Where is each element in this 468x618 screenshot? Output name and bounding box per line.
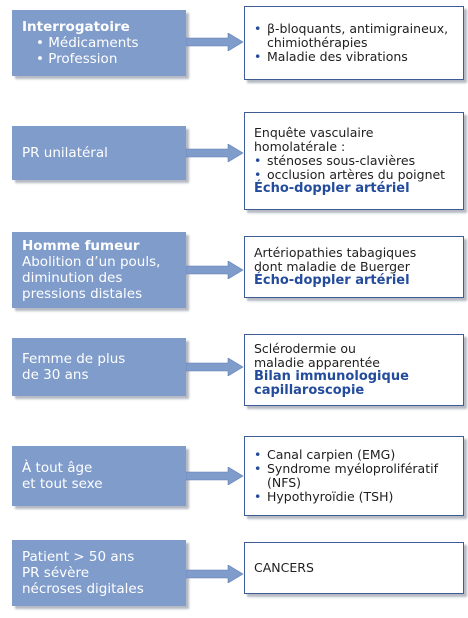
criterion-box-pr-unilateral: PR unilatéral bbox=[12, 126, 186, 180]
criterion-line: Patient > 50 ans bbox=[22, 549, 135, 565]
finding-box: CANCERS bbox=[244, 542, 464, 594]
finding-text: CANCERS bbox=[254, 560, 314, 575]
list-item: •Canal carpien (EMG) bbox=[254, 447, 396, 462]
criterion-text: PR unilatéral bbox=[22, 145, 108, 161]
right-arrow-icon bbox=[186, 565, 244, 583]
exam-emphasis: Bilan immunologique bbox=[254, 369, 409, 384]
right-arrow-icon bbox=[186, 33, 244, 51]
right-arrow-icon bbox=[186, 358, 244, 376]
criterion-box-femme: Femme de plus de 30 ans bbox=[12, 338, 186, 396]
list-item: •Syndrome myéloprolifératif (NFS) bbox=[254, 461, 438, 490]
right-arrow-icon bbox=[186, 467, 244, 485]
finding-box: Sclérodermie ou maladie apparentée Bilan… bbox=[244, 334, 464, 406]
criterion-item: • Médicaments bbox=[36, 35, 139, 51]
list-item: •occlusion artères du poignet bbox=[254, 167, 446, 182]
criterion-box-interrogatoire: Interrogatoire • Médicaments • Professio… bbox=[12, 10, 186, 76]
finding-line: Artériopathies tabagiques bbox=[254, 245, 417, 260]
criterion-item: • Profession bbox=[36, 51, 118, 67]
criterion-title: Homme fumeur bbox=[22, 238, 140, 254]
finding-box: Artériopathies tabagiques dont maladie d… bbox=[244, 236, 464, 298]
criterion-line: Femme de plus bbox=[22, 351, 126, 367]
criterion-line: PR sévère bbox=[22, 565, 90, 581]
criterion-title: Interrogatoire bbox=[22, 19, 130, 35]
finding-box: •β-bloquants, antimigraineux, chimiothér… bbox=[244, 6, 464, 80]
criterion-line: de 30 ans bbox=[22, 367, 89, 383]
criterion-line: À tout âge bbox=[22, 460, 93, 476]
criterion-box-tout-age: À tout âge et tout sexe bbox=[12, 446, 186, 506]
list-item: •Maladie des vibrations bbox=[254, 49, 408, 64]
right-arrow-icon bbox=[186, 261, 244, 279]
criterion-line: Abolition d’un pouls, bbox=[22, 254, 161, 270]
list-item: •β-bloquants, antimigraineux, chimiothér… bbox=[254, 21, 449, 50]
finding-box: •Canal carpien (EMG) •Syndrome myéloprol… bbox=[244, 436, 464, 516]
finding-line: dont maladie de Buerger bbox=[254, 259, 410, 274]
right-arrow-icon bbox=[186, 144, 244, 162]
criterion-line: pressions distales bbox=[22, 286, 143, 302]
exam-emphasis: Écho-doppler artériel bbox=[254, 181, 410, 196]
criterion-box-patient-50: Patient > 50 ans PR sévère nécroses digi… bbox=[12, 540, 186, 606]
criterion-line: et tout sexe bbox=[22, 476, 103, 492]
finding-intro: Enquête vasculaire homolatérale : bbox=[254, 125, 374, 154]
criterion-box-homme-fumeur: Homme fumeur Abolition d’un pouls, dimin… bbox=[12, 232, 186, 308]
list-item: •Hypothyroïdie (TSH) bbox=[254, 489, 394, 504]
exam-emphasis: capillaroscopie bbox=[254, 383, 365, 398]
finding-line: maladie apparentée bbox=[254, 355, 380, 370]
criterion-line: nécroses digitales bbox=[22, 581, 144, 597]
criterion-line: diminution des bbox=[22, 270, 123, 286]
exam-emphasis: Écho-doppler artériel bbox=[254, 273, 410, 288]
finding-line: Sclérodermie ou bbox=[254, 341, 356, 356]
finding-box: Enquête vasculaire homolatérale : •sténo… bbox=[244, 112, 464, 210]
list-item: •sténoses sous-clavières bbox=[254, 153, 416, 168]
